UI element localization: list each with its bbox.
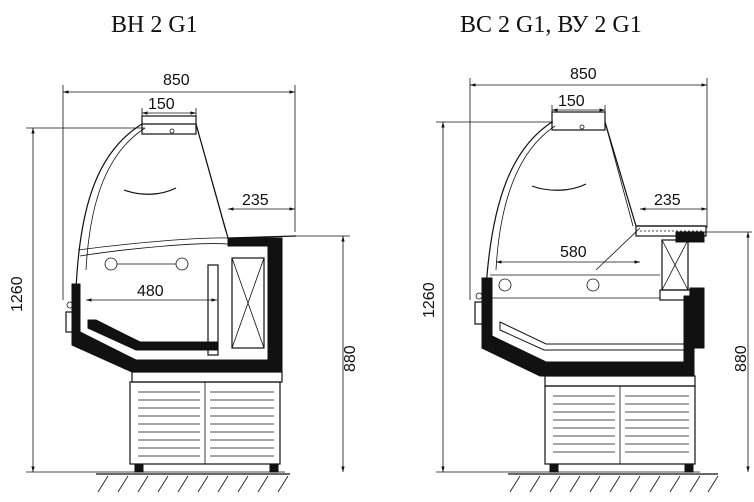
left-height-880-label: 880 xyxy=(342,345,359,372)
right-width-850-label: 850 xyxy=(570,66,597,83)
left-shelf-235-label: 235 xyxy=(242,192,269,209)
right-case-drawing: 850 150 1260 880 235 580 xyxy=(421,66,752,493)
left-width-850-label: 850 xyxy=(163,72,190,89)
left-ground-hatch xyxy=(97,475,289,493)
right-top-150-label: 150 xyxy=(558,93,585,110)
left-depth-480-label: 480 xyxy=(137,283,164,300)
title-right: ВС 2 G1, ВУ 2 G1 xyxy=(460,12,642,38)
right-depth-580-label: 580 xyxy=(560,244,587,261)
right-grille-slats xyxy=(553,395,689,453)
left-case-drawing: 850 150 1260 880 235 480 xyxy=(9,72,359,493)
right-shelf-235-label: 235 xyxy=(654,192,681,209)
right-height-1260-label: 1260 xyxy=(421,282,438,318)
right-height-880-label: 880 xyxy=(733,345,750,372)
left-top-150-label: 150 xyxy=(148,96,175,113)
left-grille-slats xyxy=(138,391,274,457)
right-ground-hatch xyxy=(509,475,719,493)
title-left: ВН 2 G1 xyxy=(111,12,198,38)
left-height-1260-label: 1260 xyxy=(9,276,26,312)
